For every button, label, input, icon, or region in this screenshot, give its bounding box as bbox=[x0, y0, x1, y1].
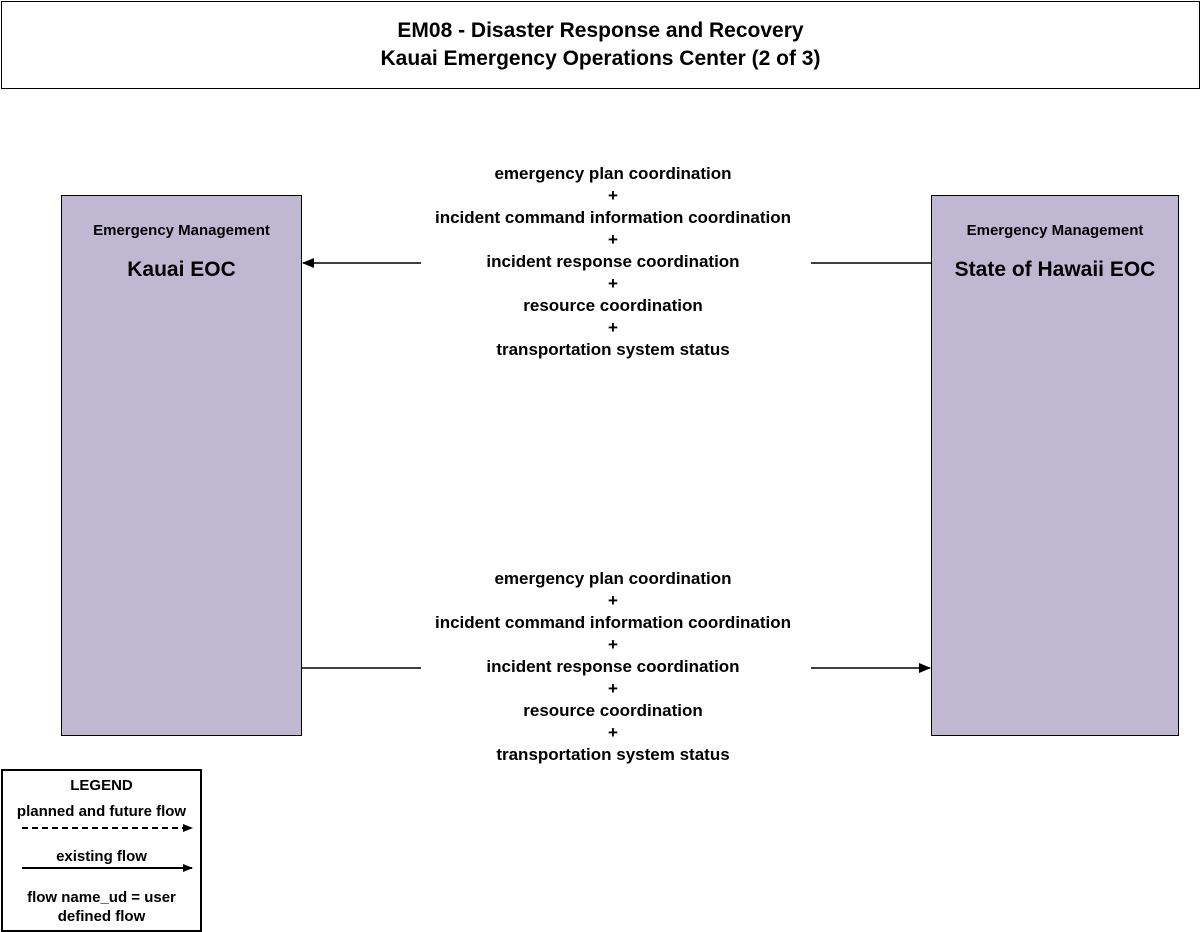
flow-label: incident command information coordinatio… bbox=[434, 208, 792, 227]
flow-plus: + bbox=[608, 591, 618, 610]
flow-label: emergency plan coordination bbox=[494, 164, 732, 183]
flow-bottom-labels: emergency plan coordination + incident c… bbox=[412, 568, 814, 766]
flow-plus: + bbox=[608, 274, 618, 293]
legend-title: LEGEND bbox=[70, 777, 133, 794]
entity-name: State of Hawaii EOC bbox=[954, 258, 1156, 281]
flow-plus: + bbox=[608, 679, 618, 698]
flow-plus: + bbox=[608, 318, 618, 337]
flow-plus: + bbox=[608, 186, 618, 205]
entity-state-of-hawaii-eoc: Emergency Management State of Hawaii EOC bbox=[931, 195, 1179, 736]
entity-kauai-eoc: Emergency Management Kauai EOC bbox=[61, 195, 302, 736]
flow-plus: + bbox=[608, 723, 618, 742]
flow-label: emergency plan coordination bbox=[494, 569, 732, 588]
title-line-1: EM08 - Disaster Response and Recovery bbox=[397, 19, 804, 42]
legend: LEGEND planned and future flow existing … bbox=[1, 769, 202, 932]
flow-label: incident command information coordinatio… bbox=[434, 613, 792, 632]
flow-label: transportation system status bbox=[496, 340, 730, 359]
flow-top-labels: emergency plan coordination + incident c… bbox=[412, 163, 814, 361]
flow-label: incident response coordination bbox=[486, 252, 740, 271]
entity-category: Emergency Management bbox=[93, 222, 270, 239]
legend-user-defined-label: flow name_ud = user defined flow bbox=[27, 889, 176, 925]
entity-category: Emergency Management bbox=[966, 222, 1144, 239]
legend-line-samples bbox=[22, 824, 193, 872]
diagram-title: EM08 - Disaster Response and Recovery Ka… bbox=[1, 1, 1200, 89]
title-line-2: Kauai Emergency Operations Center (2 of … bbox=[380, 47, 821, 70]
legend-existing-label: existing flow bbox=[56, 848, 147, 865]
flow-label: resource coordination bbox=[523, 296, 703, 315]
flow-plus: + bbox=[608, 230, 618, 249]
flow-plus: + bbox=[608, 635, 618, 654]
flow-label: incident response coordination bbox=[486, 657, 740, 676]
entity-name: Kauai EOC bbox=[127, 258, 236, 281]
legend-planned-label: planned and future flow bbox=[16, 803, 187, 820]
flow-label: transportation system status bbox=[496, 745, 730, 764]
flow-label: resource coordination bbox=[523, 701, 703, 720]
